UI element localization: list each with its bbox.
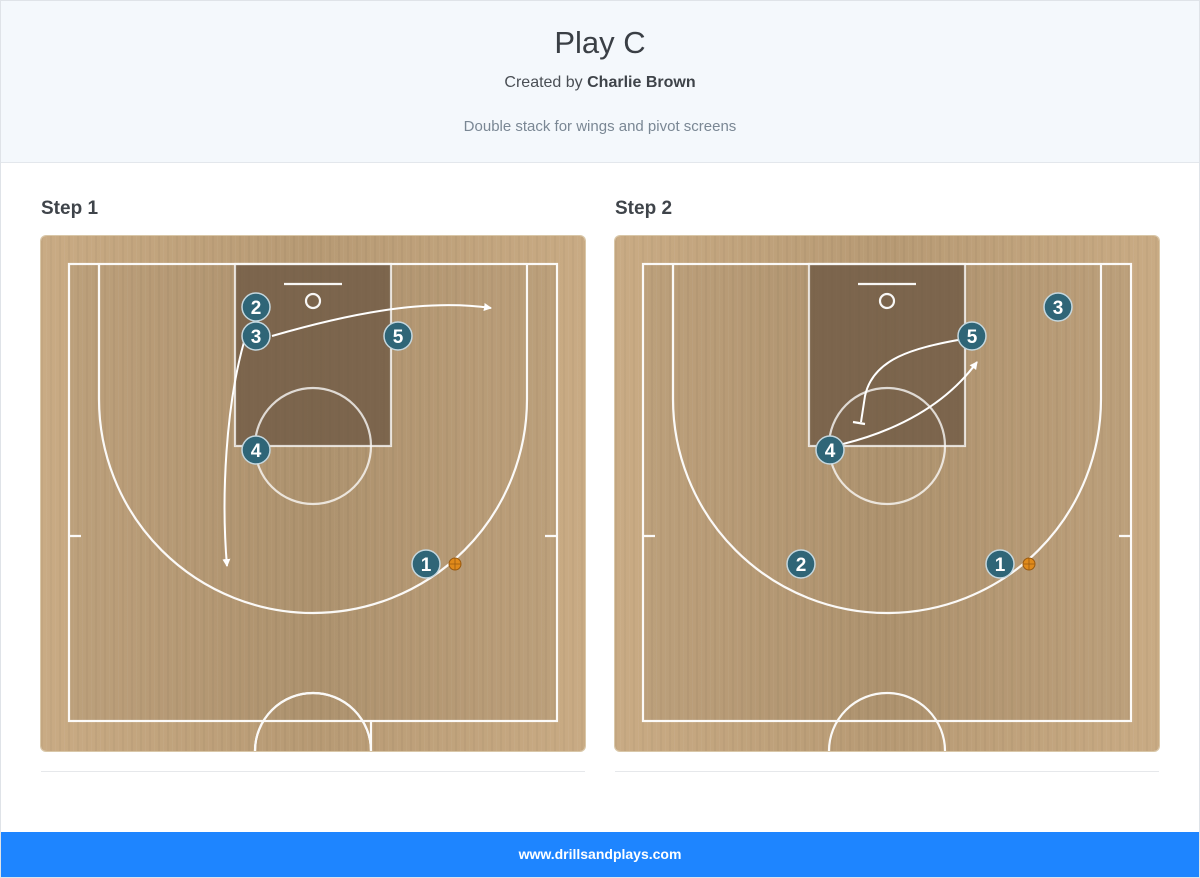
svg-text:5: 5 <box>393 327 404 348</box>
cut-line-4 <box>842 361 978 445</box>
cut-line-3-right <box>271 303 492 337</box>
player-3[interactable]: 3 <box>241 321 271 351</box>
svg-text:2: 2 <box>251 298 262 319</box>
play-title: Play C <box>554 25 646 60</box>
player-2[interactable]: 2 <box>786 549 816 579</box>
basketball-icon <box>448 557 462 571</box>
play-description: Double stack for wings and pivot screens <box>463 118 737 135</box>
svg-text:5: 5 <box>967 327 978 348</box>
step-1-divider <box>41 771 585 772</box>
player-5[interactable]: 5 <box>383 321 413 351</box>
step-1-court: 2 3 5 4 1 <box>41 236 585 751</box>
svg-text:3: 3 <box>251 327 262 348</box>
svg-text:4: 4 <box>825 441 836 462</box>
step-2-label: Step 2 <box>615 198 673 219</box>
player-4[interactable]: 4 <box>241 435 271 465</box>
player-3[interactable]: 3 <box>1043 292 1073 322</box>
created-by-label: Created by <box>504 74 583 91</box>
author-name: Charlie Brown <box>587 74 696 91</box>
screen-line-5 <box>860 339 959 423</box>
player-1[interactable]: 1 <box>985 549 1015 579</box>
svg-text:4: 4 <box>251 441 262 462</box>
cut-line-3-down <box>222 341 245 567</box>
svg-text:3: 3 <box>1053 298 1064 319</box>
footer-link[interactable]: www.drillsandplays.com <box>1 832 1199 877</box>
play-author-line: Created by Charlie Brown <box>1 74 1199 92</box>
basketball-icon <box>1022 557 1036 571</box>
svg-text:2: 2 <box>796 555 807 576</box>
step-2-divider <box>615 771 1159 772</box>
player-5[interactable]: 5 <box>957 321 987 351</box>
svg-text:1: 1 <box>421 555 432 576</box>
svg-text:1: 1 <box>995 555 1006 576</box>
step-1-label: Step 1 <box>41 198 99 219</box>
play-header: Play C Created by Charlie Brown Double s… <box>1 1 1199 163</box>
player-4[interactable]: 4 <box>815 435 845 465</box>
player-1[interactable]: 1 <box>411 549 441 579</box>
player-2[interactable]: 2 <box>241 292 271 322</box>
step-2-court: 3 5 4 2 1 <box>615 236 1159 751</box>
